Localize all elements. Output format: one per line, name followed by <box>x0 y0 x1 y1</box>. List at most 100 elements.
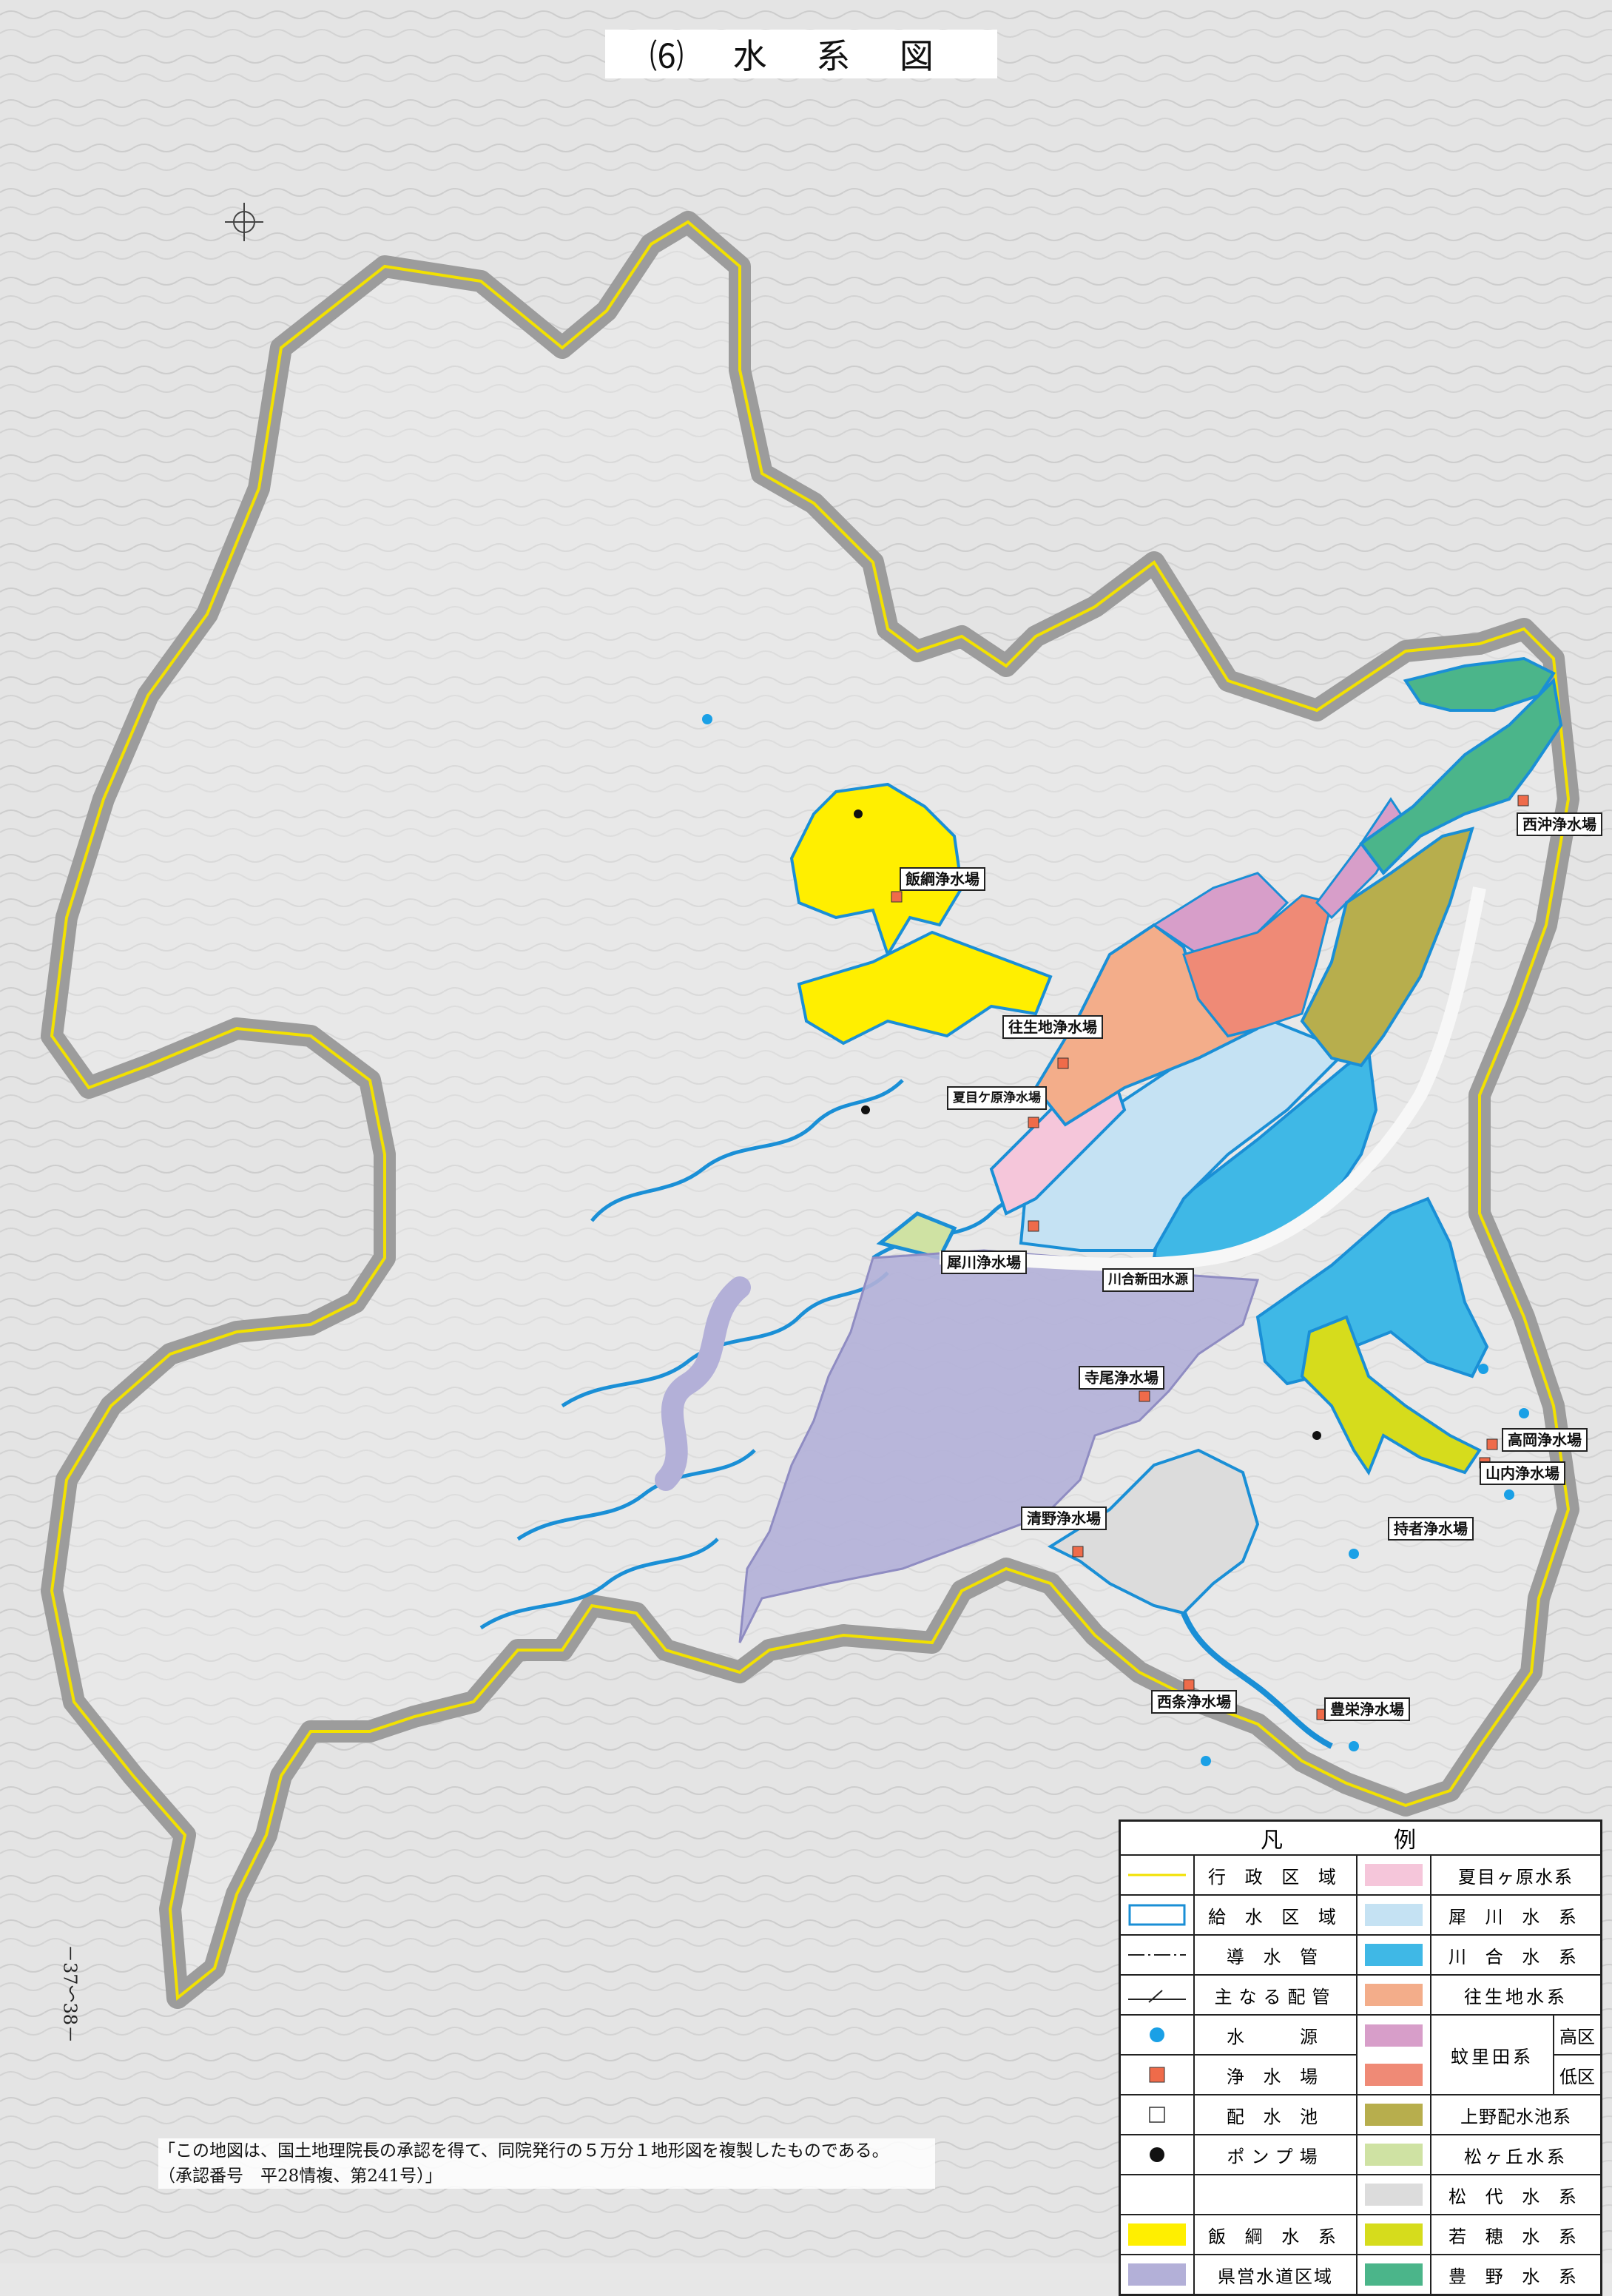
facility-label-mochiya: 持者浄水場 <box>1388 1517 1474 1541</box>
toyono-north-area <box>1403 656 1556 712</box>
pump-station-marker <box>861 1105 870 1114</box>
conduit-line-icon <box>1128 1954 1186 1956</box>
kazarida-low-swatch <box>1365 2063 1423 2086</box>
facility-label-terao: 寺尾浄水場 <box>1079 1366 1164 1390</box>
legend-sublabel-high: 高区 <box>1554 2016 1600 2056</box>
purification-plant-marker <box>1139 1390 1150 1402</box>
legend-label: 浄 水 場 <box>1226 2066 1325 2087</box>
legend-row: 飯 綱 水 系 <box>1121 2215 1356 2255</box>
water-source-icon <box>1150 2027 1164 2042</box>
legend-label: 松 代 水 系 <box>1449 2186 1583 2207</box>
legend-label: 蚊里田系 <box>1431 2016 1554 2094</box>
legend-label: 導 水 管 <box>1226 1946 1325 1967</box>
legend-row <box>1121 2175 1356 2215</box>
legend-row: 行 政 区 域 <box>1121 1856 1356 1896</box>
legend-row: 豊 野 水 系 <box>1358 2255 1600 2294</box>
legend-label: 松ヶ丘水系 <box>1464 2146 1568 2167</box>
water-source-marker <box>1519 1408 1529 1418</box>
facility-label-iizuna: 飯綱浄水場 <box>900 867 985 891</box>
wakaho-water-system-area <box>1300 1315 1482 1476</box>
legend-row: ポンプ場 <box>1121 2135 1356 2175</box>
water-source-marker <box>1349 1549 1359 1559</box>
water-source-marker <box>1201 1756 1211 1766</box>
legend-right-column: 夏目ヶ原水系 犀 川 水 系 川 合 水 系 往生地水系 蚊里田系 <box>1358 1856 1600 2294</box>
facility-label-saikawa: 犀川浄水場 <box>941 1250 1027 1274</box>
natsumegahara-swatch <box>1365 1864 1423 1886</box>
matsushiro-swatch <box>1365 2184 1423 2206</box>
map-title: ⑹ 水 系 図 <box>605 30 997 78</box>
legend-label: 夏目ヶ原水系 <box>1458 1866 1574 1888</box>
legend-label: 主なる配管 <box>1214 1986 1337 2007</box>
legend-label: 県営水道区域 <box>1218 2266 1333 2287</box>
purification-plant-marker <box>1517 795 1529 807</box>
legend-row: 夏目ヶ原水系 <box>1358 1856 1600 1896</box>
legend-label: 川 合 水 系 <box>1449 1946 1583 1967</box>
water-source-marker <box>1478 1364 1488 1374</box>
legend-row: 上野配水池系 <box>1358 2095 1600 2135</box>
legend-label: 水 源 <box>1227 2026 1324 2047</box>
matsushiro-south-branch <box>1181 1612 1333 1749</box>
purification-plant-marker <box>1028 1117 1039 1128</box>
legend-row-kazarida: 蚊里田系 高区 低区 <box>1358 2016 1600 2095</box>
legend-label: 犀 川 水 系 <box>1449 1906 1583 1928</box>
mountain-supply-branches <box>479 1079 1082 1630</box>
legend-label: 豊 野 水 系 <box>1449 2266 1583 2287</box>
facility-label-nishioki: 西沖浄水場 <box>1517 812 1602 836</box>
iizuna-water-system-area <box>789 782 964 958</box>
legend-row: 松 代 水 系 <box>1358 2175 1600 2215</box>
notice-line-1: 「この地図は、国土地理院長の承認を得て、同院発行の５万分１地形図を複製したもので… <box>158 2141 889 2161</box>
supply-area-icon <box>1128 1904 1186 1926</box>
purification-plant-marker <box>1072 1546 1084 1558</box>
purification-plant-marker <box>1028 1220 1039 1232</box>
facility-label-yamanouchi: 山内浄水場 <box>1480 1461 1565 1485</box>
legend-label: 配 水 池 <box>1226 2106 1325 2127</box>
facility-label-toyoei: 豊栄浄水場 <box>1324 1697 1410 1721</box>
facility-label-nishijo: 西条浄水場 <box>1151 1690 1237 1714</box>
ueno-reservoir-system-area <box>1300 827 1474 1068</box>
legend-label: 飯 綱 水 系 <box>1208 2226 1343 2247</box>
legend-row: 県営水道区域 <box>1121 2255 1356 2294</box>
copyright-notice: 「この地図は、国土地理院長の承認を得て、同院発行の５万分１地形図を複製したもので… <box>158 2138 935 2189</box>
pump-station-marker <box>1312 1431 1321 1440</box>
legend-label: ポンプ場 <box>1227 2146 1324 2167</box>
prefectural-swatch <box>1128 2263 1186 2286</box>
legend-label: 給 水 区 域 <box>1208 1906 1343 1928</box>
legend-label: 若 穂 水 系 <box>1449 2226 1583 2247</box>
legend-row: 往生地水系 <box>1358 1976 1600 2016</box>
reservoir-icon <box>1149 2107 1165 2123</box>
facility-label-kawaishinden: 川合新田水源 <box>1102 1268 1194 1292</box>
facility-label-takaoka: 高岡浄水場 <box>1502 1428 1588 1452</box>
pump-station-icon <box>1150 2147 1164 2162</box>
legend-row: 水 源 <box>1121 2016 1356 2056</box>
ueno-swatch <box>1365 2104 1423 2126</box>
prefectural-tendrils <box>655 1276 751 1491</box>
legend-row: 主なる配管 <box>1121 1976 1356 2016</box>
legend-label: 往生地水系 <box>1464 1986 1568 2007</box>
legend-row: 給 水 区 域 <box>1121 1896 1356 1936</box>
page-number: －37～38－ <box>59 1945 81 2044</box>
legend-left-column: 行 政 区 域 給 水 区 域 導 水 管 主なる配管 水 源 浄 水 場 <box>1121 1856 1358 2294</box>
wakaho-swatch <box>1365 2223 1423 2246</box>
purification-plant-icon <box>1149 2067 1165 2083</box>
legend-row: 松ヶ丘水系 <box>1358 2135 1600 2175</box>
main-pipe-icon <box>1128 1990 1186 2003</box>
legend-sublabel-low: 低区 <box>1559 2066 1595 2087</box>
legend-label: 上野配水池系 <box>1460 2106 1571 2127</box>
saikawa-swatch <box>1365 1904 1423 1926</box>
kazarida-low-area <box>1182 894 1333 1037</box>
legend-row: 若 穂 水 系 <box>1358 2215 1600 2255</box>
water-source-marker <box>1349 1741 1359 1751</box>
ojichi-swatch <box>1365 1984 1423 2006</box>
matsugaoka-swatch <box>1365 2144 1423 2166</box>
compass-rose-icon <box>225 203 263 241</box>
toyono-swatch <box>1365 2263 1423 2286</box>
facility-label-kiyono: 清野浄水場 <box>1021 1506 1107 1530</box>
boundary-line-icon <box>1128 1874 1186 1876</box>
iizuna-swatch <box>1128 2223 1186 2246</box>
matsushiro-water-system-area <box>1047 1448 1260 1615</box>
kazarida-high-swatch <box>1365 2024 1423 2047</box>
legend-label: 行 政 区 域 <box>1208 1866 1343 1888</box>
purification-plant-marker <box>1486 1438 1498 1450</box>
water-source-marker <box>1504 1489 1514 1500</box>
